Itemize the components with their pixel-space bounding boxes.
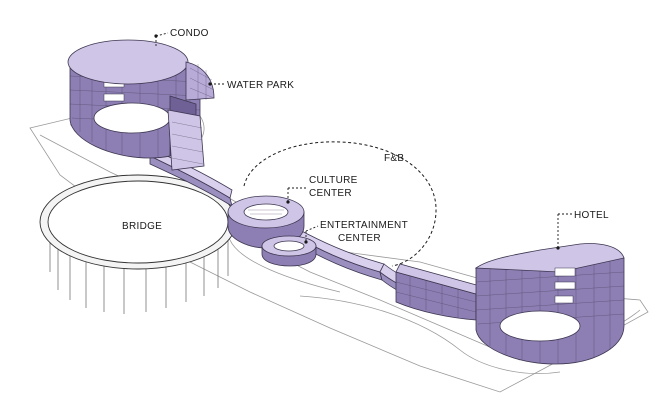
condo-building bbox=[67, 39, 205, 171]
label-culture-center-line2: CENTER bbox=[309, 188, 352, 199]
fnb-zone-boundary bbox=[243, 141, 437, 267]
water-park-dome bbox=[185, 61, 215, 101]
label-culture-center-line1: CULTURE bbox=[309, 175, 358, 186]
label-entertainment-center-line2: CENTER bbox=[338, 233, 381, 244]
label-entertainment-center-line1: ENTERTAINMENT bbox=[320, 220, 408, 231]
leader-lines bbox=[154, 32, 572, 250]
entertainment-center-building bbox=[261, 235, 317, 267]
label-fnb: F&B bbox=[384, 153, 404, 164]
label-condo: CONDO bbox=[170, 28, 209, 39]
label-hotel: HOTEL bbox=[574, 210, 609, 221]
bridge-structure bbox=[39, 174, 237, 314]
hotel-building bbox=[395, 243, 625, 365]
label-water-park: WATER PARK bbox=[227, 80, 294, 91]
label-bridge: BRIDGE bbox=[122, 221, 162, 232]
